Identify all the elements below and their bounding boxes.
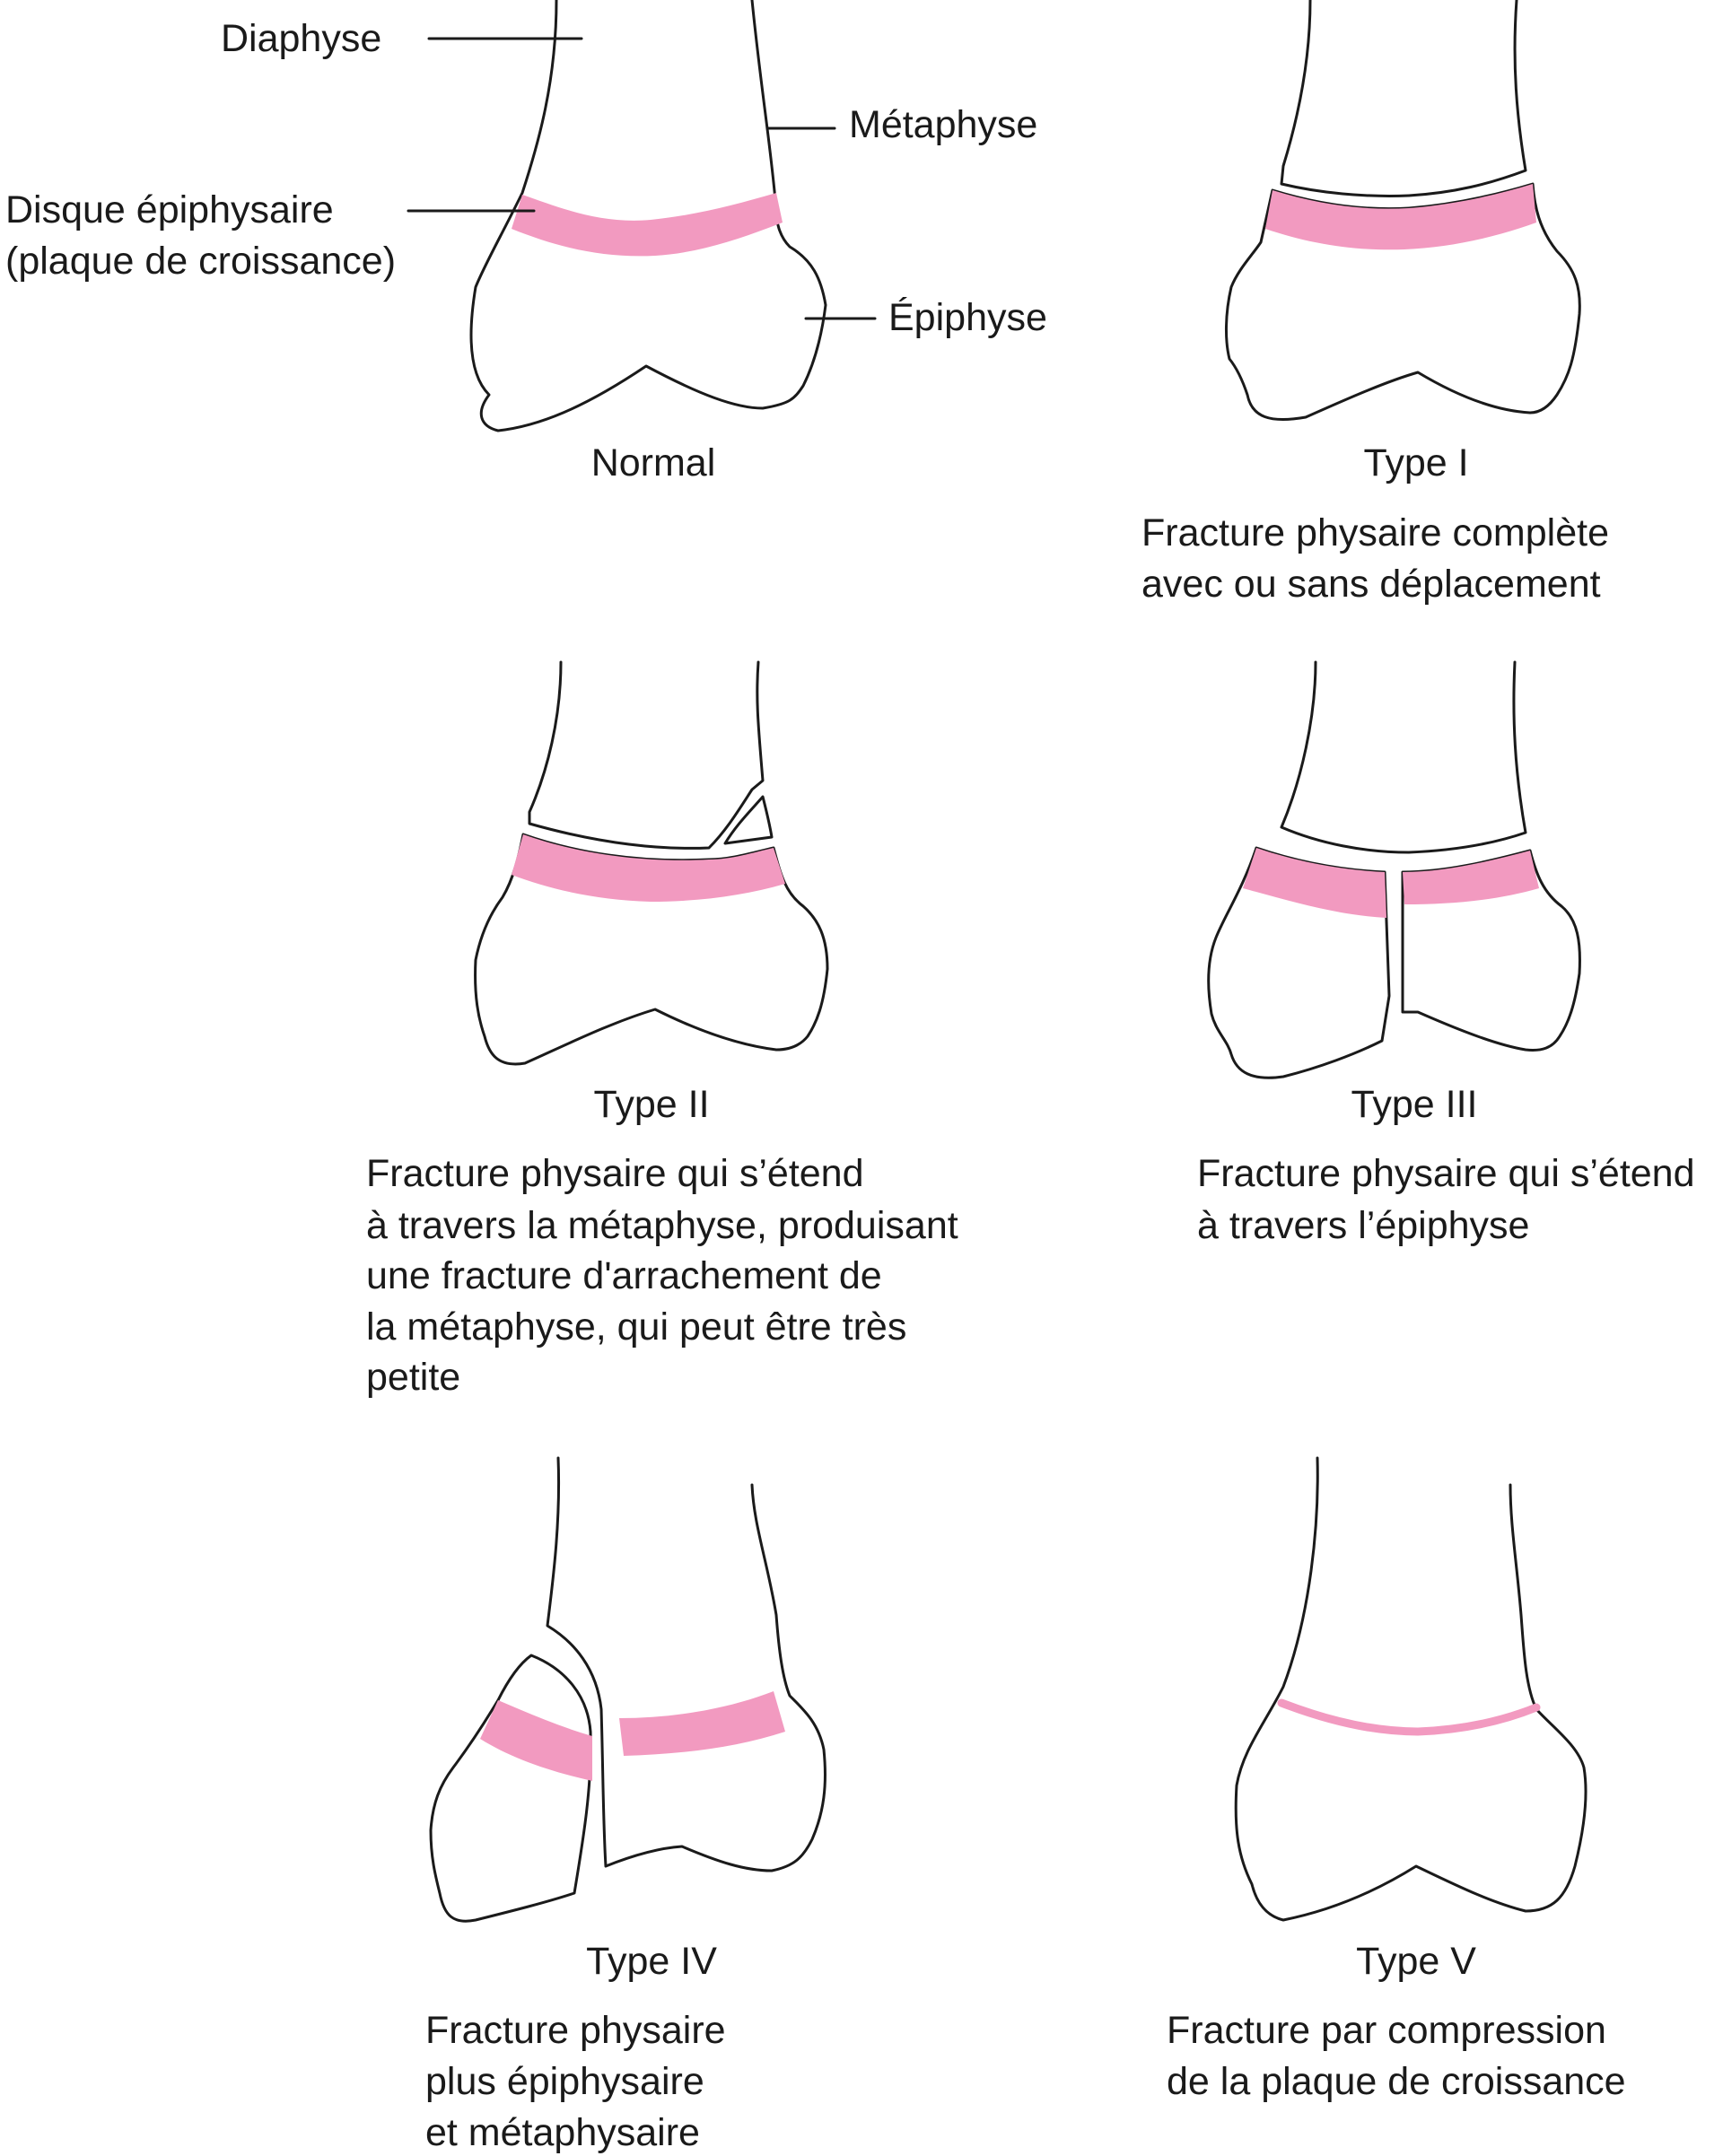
panel-type4: Type IV Fracture physaire plus épiphysai…: [425, 1456, 827, 2154]
type2-desc-line5: petite: [366, 1356, 460, 1399]
type3-growth-plate-right: [1403, 851, 1539, 904]
panel-type5: Type V Fracture par compression de la pl…: [1167, 1456, 1626, 2103]
type4-growth-plate-left: [480, 1700, 592, 1781]
type5-bone: [1234, 1456, 1587, 1922]
type2-desc-line2: à travers la métaphyse, produisant: [366, 1204, 958, 1247]
type2-desc-line4: la métaphyse, qui peut être très: [366, 1305, 906, 1349]
label-metaphyse: Métaphyse: [849, 103, 1037, 146]
type4-shaft-and-epiphysis: [546, 1456, 827, 1872]
type3-title: Type III: [1351, 1083, 1477, 1126]
type5-compressed-growth-plate: [1277, 1698, 1541, 1736]
type5-desc-line2: de la plaque de croissance: [1167, 2060, 1626, 2103]
type3-desc-line1: Fracture physaire qui s’étend: [1197, 1152, 1695, 1195]
type2-metaphyseal-fragment: [723, 795, 774, 845]
type1-desc-line2: avec ou sans déplacement: [1141, 563, 1601, 606]
type4-desc-line1: Fracture physaire: [425, 2009, 726, 2052]
type5-title: Type V: [1356, 1940, 1476, 1983]
type4-growth-plate-right: [619, 1691, 785, 1756]
type1-epiphysis: [1225, 182, 1581, 421]
normal-growth-plate: [512, 193, 783, 257]
type1-desc-line1: Fracture physaire complète: [1141, 511, 1609, 554]
label-epiphyse: Épiphyse: [888, 296, 1047, 339]
type2-title: Type II: [593, 1083, 709, 1126]
type3-shaft: [1280, 660, 1527, 854]
type2-desc-line3: une fracture d'arrachement de: [366, 1254, 882, 1297]
type2-shaft: [528, 660, 765, 850]
type4-desc-line2: plus épiphysaire: [425, 2060, 704, 2103]
panel-type3: Type III Fracture physaire qui s’étend à…: [1197, 660, 1695, 1247]
type1-growth-plate: [1265, 184, 1536, 250]
type2-desc-line1: Fracture physaire qui s’étend: [366, 1152, 864, 1195]
type5-desc-line1: Fracture par compression: [1167, 2009, 1606, 2052]
label-disque-line1: Disque épiphysaire: [5, 188, 334, 231]
normal-bone: [469, 0, 827, 432]
panel-type2: Type II Fracture physaire qui s’étend à …: [366, 660, 958, 1399]
panel-type1: Type I Fracture physaire complète avec o…: [1141, 0, 1609, 606]
label-diaphyse: Diaphyse: [221, 17, 381, 60]
type4-title: Type IV: [586, 1940, 717, 1983]
type3-desc-line2: à travers l’épiphyse: [1197, 1204, 1529, 1247]
type1-shaft: [1280, 0, 1527, 197]
type3-growth-plate-left: [1243, 848, 1386, 918]
type4-desc-line3: et métaphysaire: [425, 2111, 700, 2154]
type1-title: Type I: [1363, 441, 1468, 484]
label-disque-line2: (plaque de croissance): [5, 240, 396, 283]
panel-normal: Diaphyse Métaphyse Disque épiphysaire (p…: [5, 0, 1047, 484]
normal-title: Normal: [591, 441, 716, 484]
type4-left-fragment: [429, 1654, 592, 1923]
type2-growth-plate: [512, 834, 785, 902]
